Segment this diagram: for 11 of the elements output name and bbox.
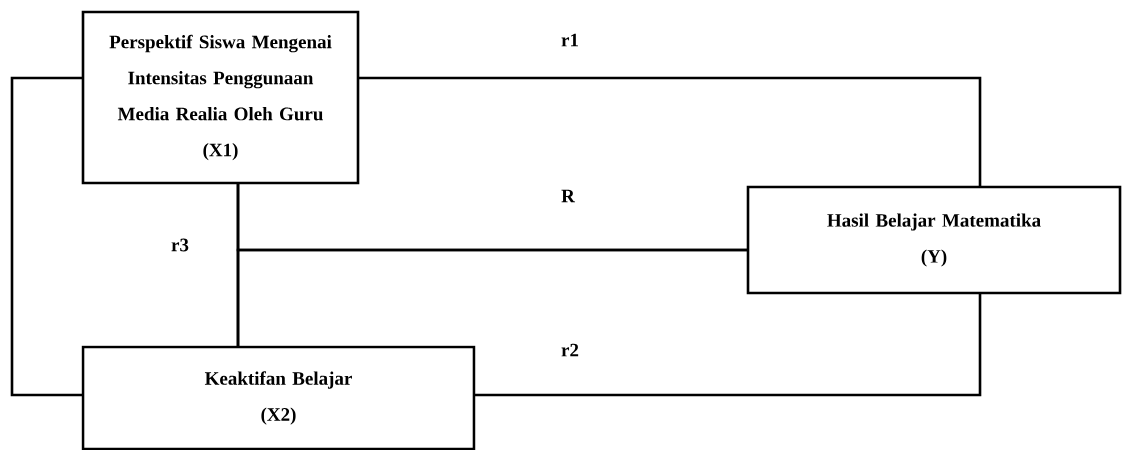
text-box: Keaktifan Belajar (X2) [81, 345, 476, 450]
text-box: Hasil Belajar Matematika (Y) [746, 185, 1122, 295]
connector-line [474, 293, 982, 397]
text-box: Perspektif Siswa Mengenai Intensitas Penggunaan Media Realia Oleh Guru (X1) [81, 10, 360, 185]
edge-label: r2 [559, 341, 581, 359]
connector-line [358, 76, 982, 187]
edge-label: r1 [559, 31, 581, 49]
edge-label: r3 [169, 236, 191, 254]
connector-line [236, 248, 748, 347]
connector-line [10, 76, 83, 397]
edge-label: R [559, 187, 577, 205]
